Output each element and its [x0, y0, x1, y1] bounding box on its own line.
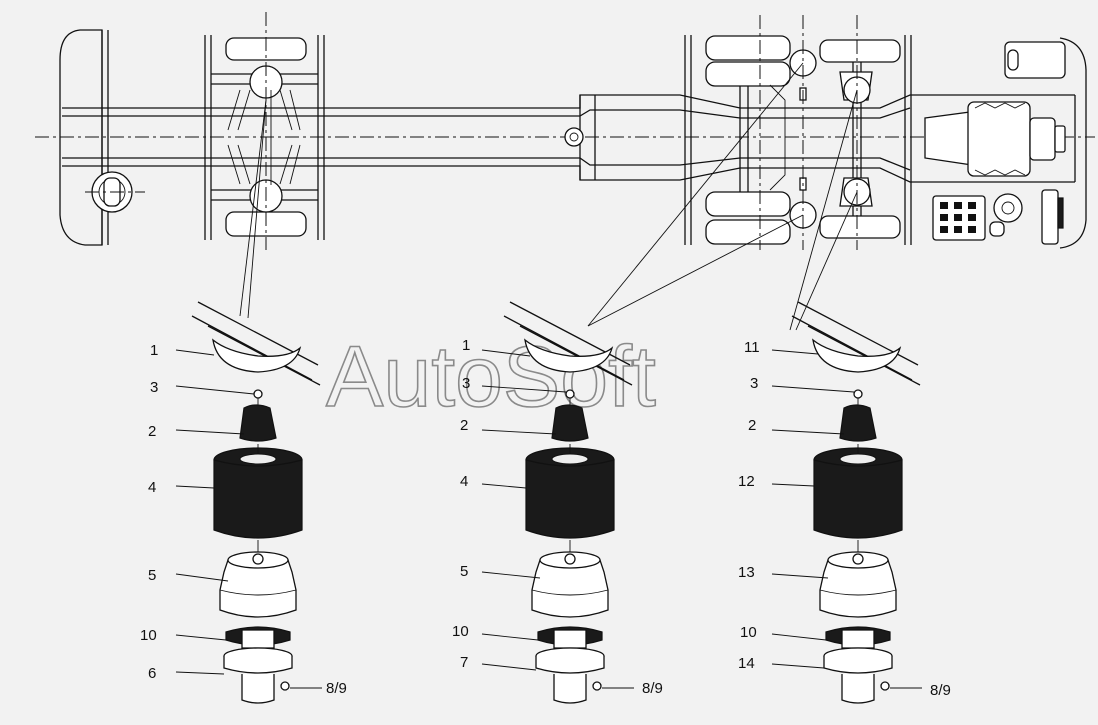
callout-8-9: 8/9 [642, 680, 663, 697]
callout-7: 7 [460, 654, 468, 671]
assembly-middle: 1 3 2 4 5 10 7 8/9 [452, 301, 663, 704]
callout-12: 12 [738, 473, 755, 490]
callout-4: 4 [148, 479, 156, 496]
callout-3: 3 [150, 379, 158, 396]
callout-8-9: 8/9 [930, 682, 951, 699]
chassis-top-view [35, 12, 1095, 250]
callout-2: 2 [748, 417, 756, 434]
callout-3: 3 [750, 375, 758, 392]
callout-10: 10 [452, 623, 469, 640]
callout-2: 2 [460, 417, 468, 434]
watermark: AutoSoft [326, 329, 656, 425]
callout-13: 13 [738, 564, 755, 581]
callout-10: 10 [740, 624, 757, 641]
callout-14: 14 [738, 655, 755, 672]
callout-5: 5 [148, 567, 156, 584]
callout-1: 1 [462, 337, 470, 354]
assembly-left: 1 3 2 4 5 10 6 8/9 [140, 301, 347, 704]
callout-1: 1 [150, 342, 158, 359]
callout-8-9: 8/9 [326, 680, 347, 697]
assembly-right: 11 3 2 12 13 10 14 8/9 [738, 301, 951, 704]
callout-3: 3 [462, 375, 470, 392]
callout-11: 11 [744, 339, 760, 356]
callout-2: 2 [148, 423, 156, 440]
callout-5: 5 [460, 563, 468, 580]
callout-6: 6 [148, 665, 156, 682]
callout-4: 4 [460, 473, 468, 490]
callout-10: 10 [140, 627, 157, 644]
